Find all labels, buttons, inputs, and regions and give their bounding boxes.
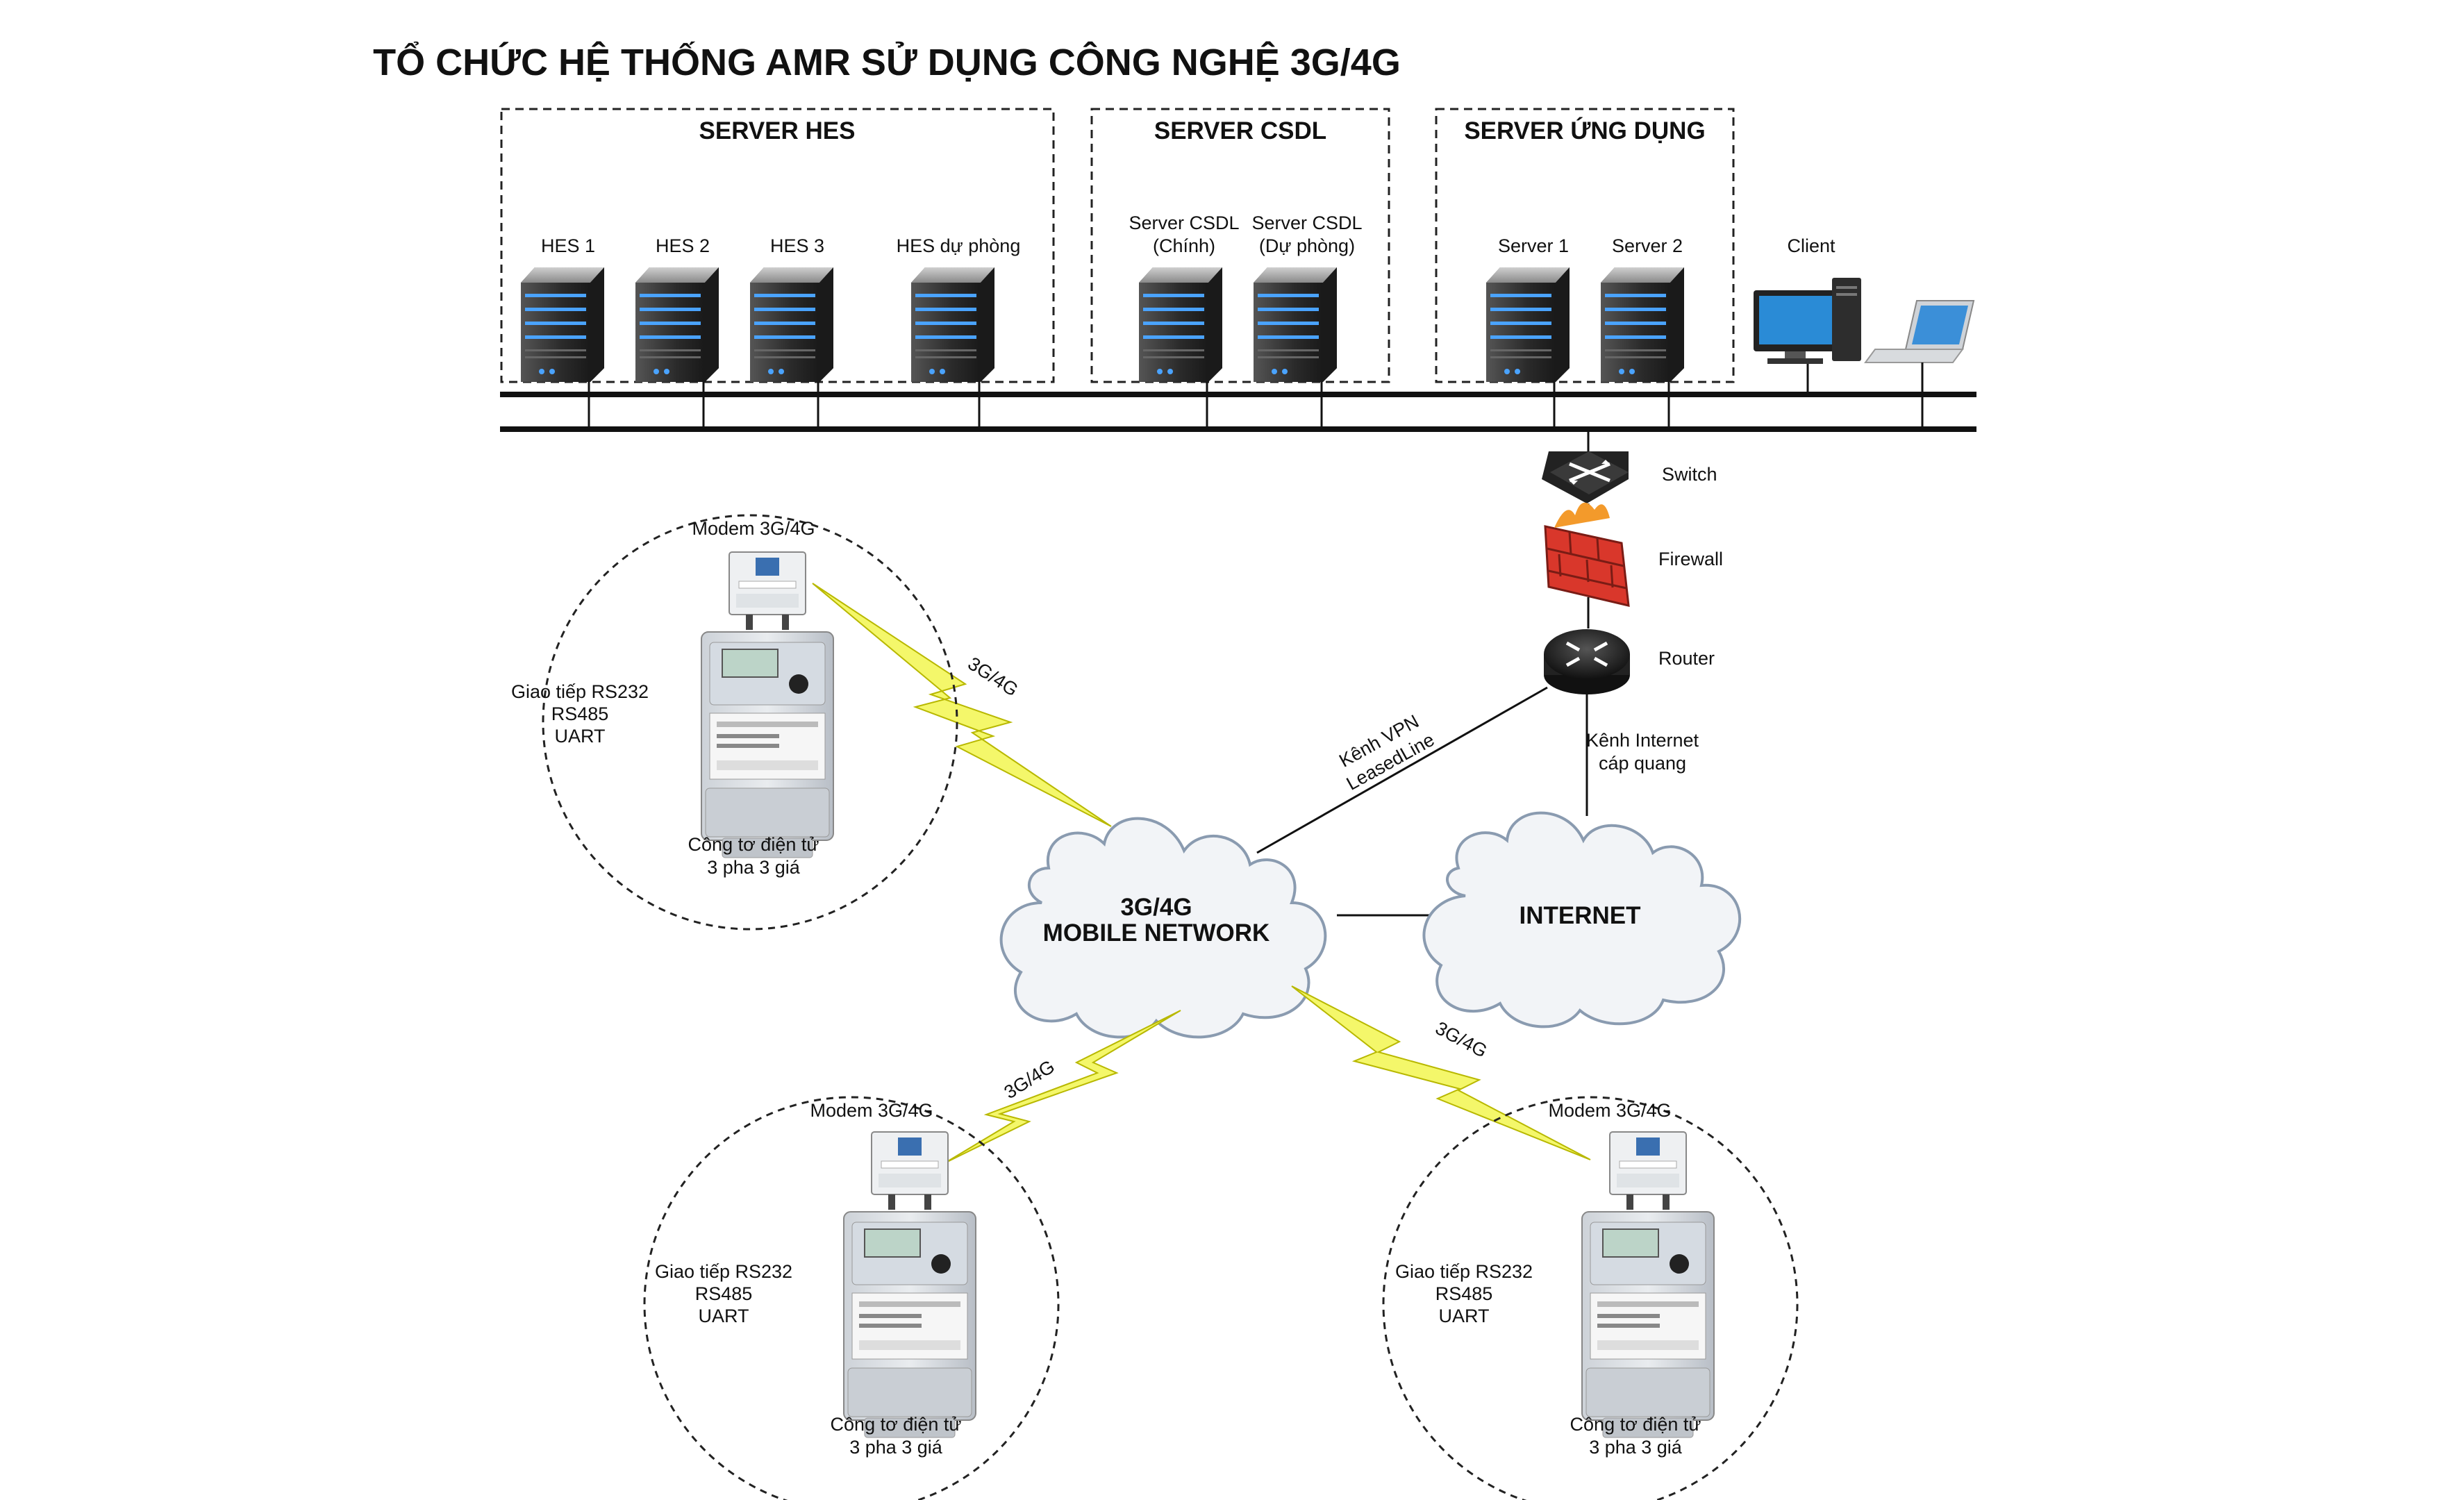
site1-meter-label-1: Công tơ điện tử (688, 834, 819, 855)
site2-iface-1: Giao tiếp RS232 (655, 1261, 792, 1282)
hes-backup-server-icon (911, 267, 994, 382)
site1-meter-label-2: 3 pha 3 giá (707, 857, 801, 878)
meter-site-3-boundary (1382, 1096, 1799, 1500)
hes3-server-icon (750, 267, 833, 382)
internet-cloud (1422, 811, 1742, 1028)
site2-modem-label: Modem 3G/4G (810, 1100, 933, 1121)
server-hes-title: SERVER HES (699, 117, 856, 144)
site1-modem-label: Modem 3G/4G (692, 518, 815, 539)
hes1-label: HES 1 (541, 235, 595, 256)
site2-meter-label-2: 3 pha 3 giá (849, 1437, 943, 1458)
csdl-backup-label-1: Server CSDL (1251, 212, 1362, 233)
site3-iface-2: RS485 (1435, 1283, 1493, 1304)
switch-label: Switch (1662, 464, 1717, 485)
site2-meter-label-1: Công tơ điện tử (831, 1414, 962, 1435)
site3-meter-icon (1581, 1131, 1715, 1438)
meter-site-1-boundary (542, 514, 958, 931)
meter-site-2-boundary (643, 1096, 1060, 1500)
internet-channel-label-2: cáp quang (1599, 753, 1686, 774)
laptop-icon (1864, 300, 1975, 363)
internet-channel-label-1: Kênh Internet (1586, 730, 1699, 751)
lightning-top (812, 583, 1112, 827)
site1-iface-3: UART (554, 726, 605, 747)
firewall-label: Firewall (1658, 549, 1723, 569)
csdl-main-label-1: Server CSDL (1129, 212, 1239, 233)
router-label: Router (1658, 648, 1715, 669)
site2-iface-3: UART (698, 1306, 749, 1326)
site3-meter-label-1: Công tơ điện tử (1570, 1414, 1701, 1435)
server-csdl-title: SERVER CSDL (1154, 117, 1326, 144)
site1-meter-icon (701, 551, 834, 858)
app-server2-icon (1601, 267, 1684, 382)
csdl-backup-server-icon (1254, 267, 1337, 382)
server-drop-lines (588, 362, 1924, 451)
site3-iface-3: UART (1438, 1306, 1489, 1326)
hes2-label: HES 2 (656, 235, 710, 256)
app-server1-label: Server 1 (1498, 235, 1569, 256)
svg-text:3G/4G: 3G/4G (1432, 1017, 1490, 1062)
csdl-main-label-2: (Chính) (1153, 235, 1215, 256)
site3-iface-1: Giao tiếp RS232 (1395, 1261, 1533, 1282)
vpn-leasedline-link (1256, 686, 1548, 854)
site3-modem-label: Modem 3G/4G (1548, 1100, 1671, 1121)
csdl-backup-label-2: (Dự phòng) (1259, 235, 1355, 256)
server-app-title: SERVER ỨNG DỤNG (1464, 117, 1705, 144)
vpn-label: Kênh VPN LeasedLine (1335, 710, 1438, 794)
hes2-server-icon (635, 267, 719, 382)
wireless-label-bottom-right: 3G/4G (1432, 1017, 1490, 1062)
client-label: Client (1787, 235, 1835, 256)
mobile-network-cloud (999, 817, 1327, 1039)
server-csdl-box (1090, 108, 1390, 383)
mobile-network-label-2: MOBILE NETWORK (1043, 919, 1270, 947)
lightning-bottom-left (944, 1010, 1181, 1164)
server-hes-box (500, 108, 1055, 383)
server-app-box (1435, 108, 1735, 383)
site1-iface-1: Giao tiếp RS232 (511, 681, 649, 702)
diagram-title: TỔ CHỨC HỆ THỐNG AMR SỬ DỤNG CÔNG NGHỆ 3… (373, 41, 1401, 83)
desktop-computer-icon (1754, 278, 1861, 364)
wireless-label-top: 3G/4G (964, 653, 1022, 700)
csdl-main-server-icon (1139, 267, 1222, 382)
app-server2-label: Server 2 (1612, 235, 1683, 256)
mobile-network-label-1: 3G/4G (1120, 894, 1192, 921)
firewall-icon (1544, 502, 1630, 607)
hes3-label: HES 3 (770, 235, 824, 256)
hes1-server-icon (521, 267, 604, 382)
site1-iface-2: RS485 (551, 703, 609, 724)
router-icon (1544, 629, 1630, 694)
site2-meter-icon (843, 1131, 976, 1438)
app-server1-icon (1486, 267, 1570, 382)
hes-backup-label: HES dự phòng (897, 235, 1021, 256)
site2-iface-2: RS485 (695, 1283, 753, 1304)
site3-meter-label-2: 3 pha 3 giá (1589, 1437, 1683, 1458)
internet-cloud-label: INTERNET (1520, 902, 1641, 929)
lightning-bottom-right (1291, 985, 1591, 1160)
switch-icon (1542, 451, 1629, 503)
svg-text:3G/4G: 3G/4G (964, 653, 1022, 700)
